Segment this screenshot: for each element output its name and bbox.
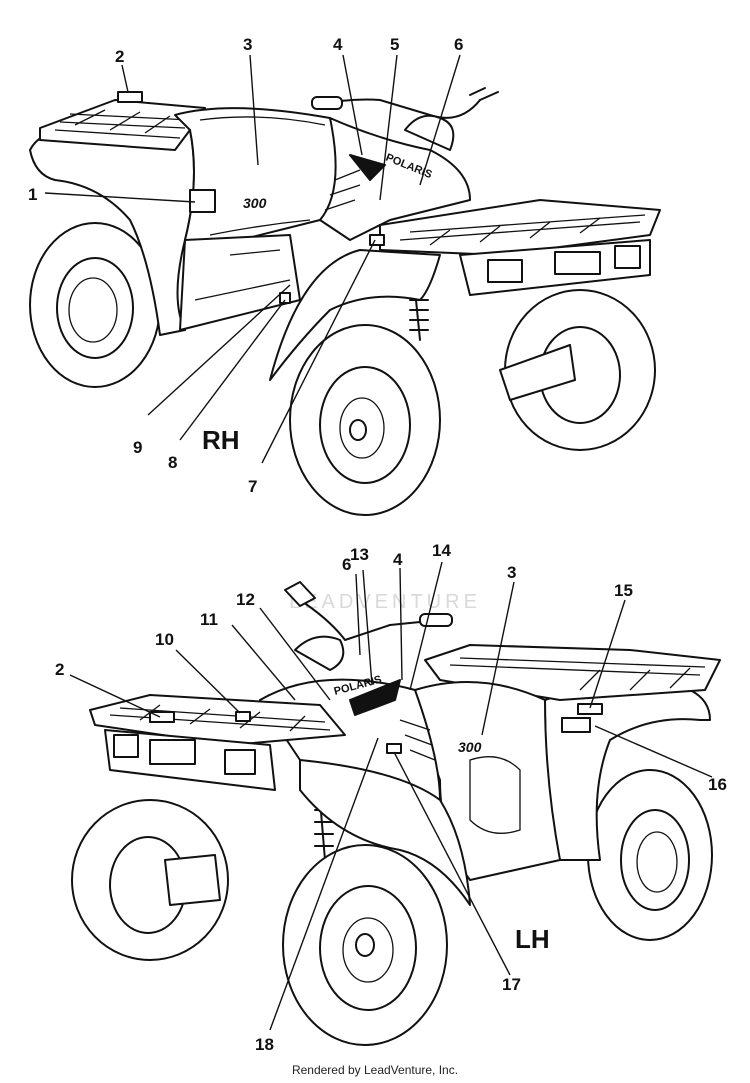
lh-decal-10	[235, 711, 251, 722]
atv-rh-view: 300 POLARIS 1 2 3 4 5 6 7 8 9 RH	[28, 35, 661, 516]
lh-callout-2: 2	[55, 660, 64, 679]
lh-decal-17	[386, 743, 402, 754]
rh-decal-1	[189, 189, 216, 213]
rh-decal-7	[369, 234, 385, 246]
rh-decal-8	[279, 292, 291, 304]
rh-callout-6: 6	[454, 35, 463, 54]
rh-front-wheel	[289, 324, 441, 516]
rh-leader-lines	[44, 54, 461, 464]
lh-callout-17: 17	[502, 975, 521, 994]
rh-callout-9: 9	[133, 438, 142, 457]
lh-callout-16: 16	[708, 775, 727, 794]
rh-body	[174, 107, 356, 331]
lh-front-bumper	[104, 729, 276, 791]
lh-callout-3: 3	[507, 563, 516, 582]
lh-decal-2	[149, 711, 175, 723]
rh-front-bumper	[459, 239, 651, 296]
lh-callout-6: 6	[342, 555, 351, 574]
lh-callout-10: 10	[155, 630, 174, 649]
lh-callout-14: 14	[432, 541, 451, 560]
lh-callout-4: 4	[393, 550, 403, 569]
lh-callout-13: 13	[350, 545, 369, 564]
lh-decal-4	[349, 679, 401, 716]
rh-decal-300: 300	[243, 195, 267, 211]
rh-side-label: RH	[202, 425, 240, 455]
lh-decal-16	[561, 717, 591, 733]
rh-rear-rack	[39, 99, 206, 151]
rh-callout-3: 3	[243, 35, 252, 54]
rh-callout-4: 4	[333, 35, 343, 54]
watermark: LEADVENTURE	[289, 591, 481, 613]
rh-decal-4	[349, 154, 386, 181]
lh-callout-18: 18	[255, 1035, 274, 1054]
lh-front-wheel	[282, 844, 448, 1046]
lh-callout-12: 12	[236, 590, 255, 609]
rh-front-rack	[379, 199, 661, 256]
lh-callout-15: 15	[614, 581, 633, 600]
rh-callout-7: 7	[248, 477, 257, 496]
rh-front-body	[319, 117, 471, 241]
atv-lh-view: POLARIS 300 2 3 4 6 10 11 12 13	[55, 541, 727, 1054]
lh-decal-300: 300	[458, 739, 482, 755]
rh-decal-2	[117, 91, 143, 103]
rh-callout-5: 5	[390, 35, 399, 54]
lh-side-label: LH	[515, 924, 550, 954]
lh-decal-15	[577, 703, 603, 715]
lh-leader-lines	[69, 561, 713, 1031]
lh-rear-wheel	[587, 769, 713, 941]
footer-credit: Rendered by LeadVenture, Inc.	[291, 1063, 459, 1077]
rh-callout-1: 1	[28, 185, 37, 204]
lh-callout-11: 11	[200, 610, 218, 629]
rh-callout-2: 2	[115, 47, 124, 66]
rh-callout-8: 8	[168, 453, 177, 472]
lh-handlebars	[284, 581, 453, 671]
